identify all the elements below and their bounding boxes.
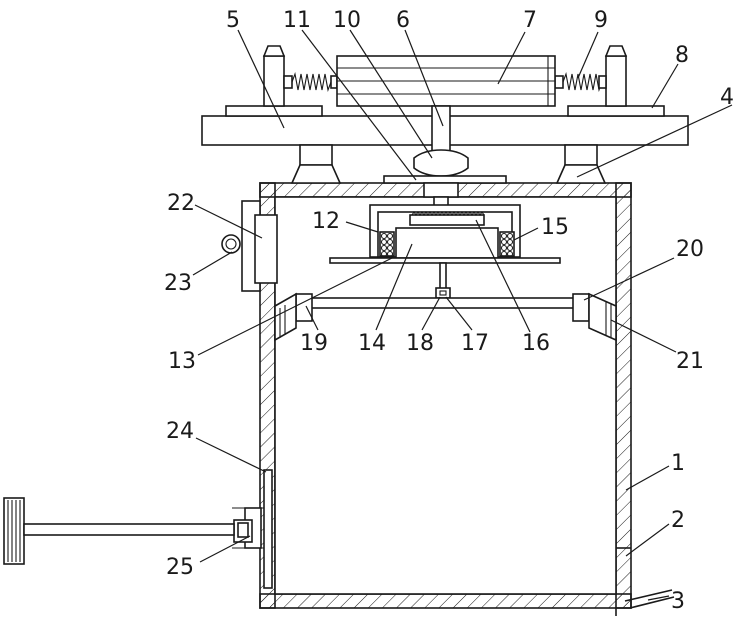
right-spring (555, 74, 606, 90)
label-6: 6 (396, 8, 410, 33)
handle-knob (4, 498, 24, 564)
label-20: 20 (676, 237, 704, 262)
latch-bolt-inner (238, 523, 248, 537)
label-13: 13 (168, 349, 196, 374)
label-25: 25 (166, 555, 194, 580)
side-box-body (255, 215, 277, 283)
coupling (414, 150, 468, 176)
left-support-base (292, 165, 340, 183)
label-19: 19 (300, 331, 328, 356)
side-box (222, 201, 277, 291)
clamp-block (337, 56, 555, 106)
gear-rack (410, 215, 484, 225)
label-7: 7 (523, 8, 537, 33)
rod-fixture (436, 288, 450, 298)
left-support-column (300, 145, 332, 165)
left-post-cap (264, 46, 284, 56)
left-coil (380, 232, 394, 257)
label-8: 8 (675, 43, 689, 68)
label-11: 11 (283, 8, 311, 33)
label-16: 16 (522, 331, 550, 356)
label-12: 12 (312, 209, 340, 234)
handle-rod (24, 524, 234, 535)
right-post-cap (606, 46, 626, 56)
left-post (264, 56, 284, 106)
right-post (606, 56, 626, 106)
right-coil (500, 232, 514, 257)
left-slider (296, 294, 312, 321)
label-15: 15 (541, 215, 569, 240)
housing-bottom-wall (260, 594, 631, 608)
side-knob (222, 235, 240, 253)
label-18: 18 (406, 331, 434, 356)
right-support-column (565, 145, 597, 165)
label-9: 9 (594, 8, 608, 33)
label-4: 4 (720, 85, 734, 110)
label-22: 22 (167, 191, 195, 216)
shaft-upper (432, 106, 450, 156)
hanging-rod (440, 263, 446, 289)
label-10: 10 (333, 8, 361, 33)
right-pad (568, 106, 664, 116)
door-panel (264, 470, 272, 588)
label-2: 2 (671, 508, 685, 533)
label-1: 1 (671, 451, 685, 476)
bearing-seat (424, 183, 458, 197)
motor-body (396, 228, 498, 258)
label-3: 3 (671, 589, 685, 614)
side-door (232, 470, 272, 588)
left-spring (284, 74, 337, 90)
label-17: 17 (461, 331, 489, 356)
label-14: 14 (358, 331, 386, 356)
label-21: 21 (676, 349, 704, 374)
label-5: 5 (226, 8, 240, 33)
pull-handle (4, 498, 234, 564)
right-slider (573, 294, 589, 321)
bearing-plate (384, 176, 506, 183)
housing-right-wall (616, 183, 631, 608)
label-24: 24 (166, 419, 194, 444)
label-23: 23 (164, 271, 192, 296)
